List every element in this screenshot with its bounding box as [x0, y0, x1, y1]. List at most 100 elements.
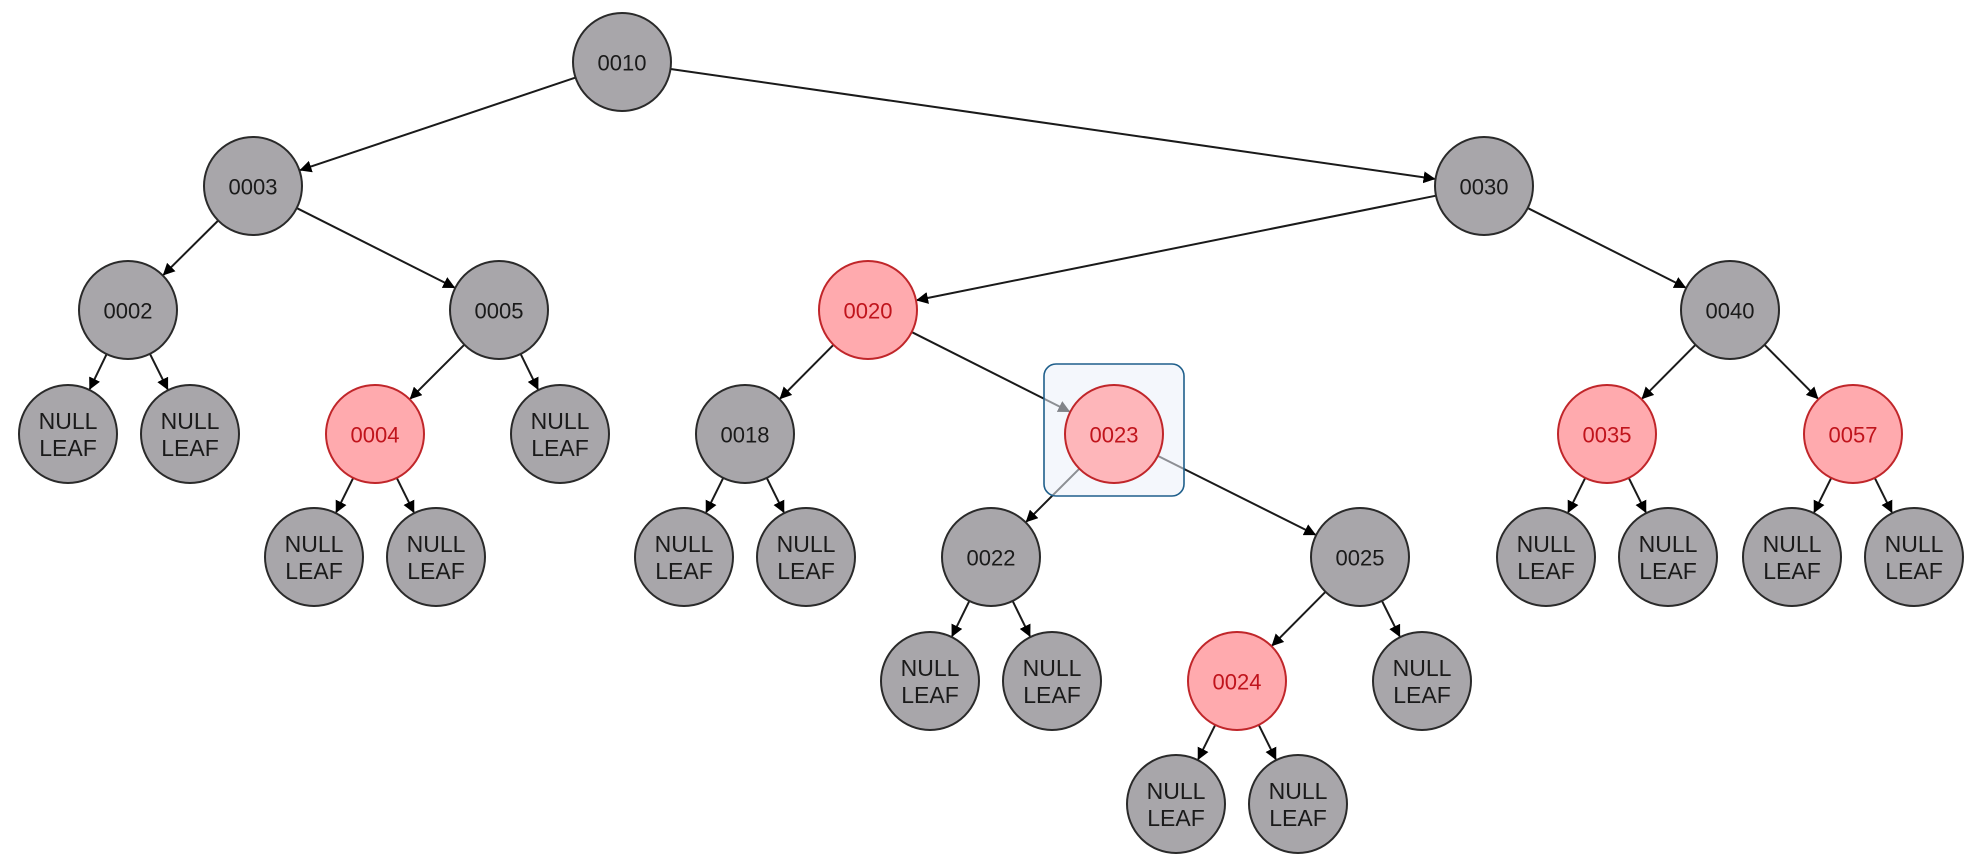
node-circle	[1803, 384, 1903, 484]
edge-0004-L4	[335, 477, 355, 514]
node-key-label: 0057	[1829, 423, 1878, 448]
tree-node-0003[interactable]: 0003	[203, 136, 303, 236]
edge-0057-L10	[1813, 477, 1833, 514]
leaf-label-line: LEAF	[531, 435, 589, 461]
node-circle	[1310, 507, 1410, 607]
node-key-label: 0010	[598, 51, 647, 76]
leaf-label-line: LEAF	[1023, 682, 1081, 708]
leaf-label-line: LEAF	[1393, 682, 1451, 708]
node-key-label: 0003	[229, 175, 278, 200]
node-key-label: 0002	[104, 299, 153, 324]
node-circle	[325, 384, 425, 484]
edge-0018-L7	[765, 477, 785, 514]
tree-node-0005[interactable]: 0005	[449, 260, 549, 360]
leaf-label-line: NULL	[1517, 531, 1576, 557]
node-key-label: 0004	[351, 423, 400, 448]
leaf-label-line: LEAF	[407, 558, 465, 584]
leaf-label-line: NULL	[1763, 531, 1822, 557]
tree-node-0030[interactable]: 0030	[1434, 136, 1534, 236]
edge-0010-0003	[299, 76, 576, 173]
edge-0022-L12	[951, 600, 971, 638]
node-key-label: 0020	[844, 299, 893, 324]
node-circle	[1742, 507, 1842, 607]
leaf-label-line: LEAF	[655, 558, 713, 584]
tree-node-0035[interactable]: 0035	[1557, 384, 1657, 484]
edge-0025-0024	[1271, 591, 1327, 647]
node-circle	[264, 507, 364, 607]
leaf-label-line: NULL	[1269, 778, 1328, 804]
node-circle	[1126, 754, 1226, 854]
leaf-label-line: NULL	[161, 408, 220, 434]
leaf-label-line: LEAF	[285, 558, 343, 584]
edge-0024-L15	[1197, 724, 1217, 761]
node-circle	[1864, 507, 1964, 607]
leaf-label-line: LEAF	[39, 435, 97, 461]
edge-0020-0023	[911, 331, 1071, 413]
edge-0040-0035	[1641, 344, 1697, 400]
node-circle	[1618, 507, 1718, 607]
node-key-label: 0005	[475, 299, 524, 324]
leaf-label-line: LEAF	[1147, 805, 1205, 831]
tree-node-0025[interactable]: 0025	[1310, 507, 1410, 607]
node-circle	[941, 507, 1041, 607]
node-circle	[572, 12, 672, 112]
tree-node-0057[interactable]: 0057	[1803, 384, 1903, 484]
edge-0018-L6	[705, 477, 725, 514]
leaf-label-line: LEAF	[1763, 558, 1821, 584]
tree-node-0010[interactable]: 0010	[572, 12, 672, 112]
node-circle	[1372, 631, 1472, 731]
node-circle	[18, 384, 118, 484]
node-circle	[1248, 754, 1348, 854]
tree-node-0002[interactable]: 0002	[78, 260, 178, 360]
node-circle	[1557, 384, 1657, 484]
edge-0003-0002	[162, 219, 219, 276]
edge-0020-0018	[779, 344, 835, 400]
tree-node-0023[interactable]: 0023	[1064, 384, 1164, 484]
node-circle	[1187, 631, 1287, 731]
tree-node-0020[interactable]: 0020	[818, 260, 918, 360]
leaf-label-line: NULL	[1023, 655, 1082, 681]
node-circle	[203, 136, 303, 236]
node-key-label: 0035	[1583, 423, 1632, 448]
leaf-label-line: LEAF	[1269, 805, 1327, 831]
leaf-label-line: NULL	[1147, 778, 1206, 804]
leaf-label-line: NULL	[1639, 531, 1698, 557]
tree-node-0018[interactable]: 0018	[695, 384, 795, 484]
edge-0002-L2	[149, 353, 169, 391]
tree-node-0022[interactable]: 0022	[941, 507, 1041, 607]
tree-node-0040[interactable]: 0040	[1680, 260, 1780, 360]
node-key-label: 0022	[967, 546, 1016, 571]
node-key-label: 0025	[1336, 546, 1385, 571]
node-key-label: 0018	[721, 423, 770, 448]
tree-node-0004[interactable]: 0004	[325, 384, 425, 484]
leaf-label-line: NULL	[1885, 531, 1944, 557]
node-circle	[140, 384, 240, 484]
edge-0025-L14	[1381, 600, 1401, 638]
edge-0030-0040	[1527, 207, 1687, 289]
node-key-label: 0024	[1213, 670, 1262, 695]
node-circle	[880, 631, 980, 731]
leaf-label-line: LEAF	[1639, 558, 1697, 584]
edge-0035-L8	[1567, 477, 1587, 514]
edge-0005-0004	[409, 343, 466, 400]
tree-node-0024[interactable]: 0024	[1187, 631, 1287, 731]
node-circle	[1680, 260, 1780, 360]
node-circle	[386, 507, 486, 607]
